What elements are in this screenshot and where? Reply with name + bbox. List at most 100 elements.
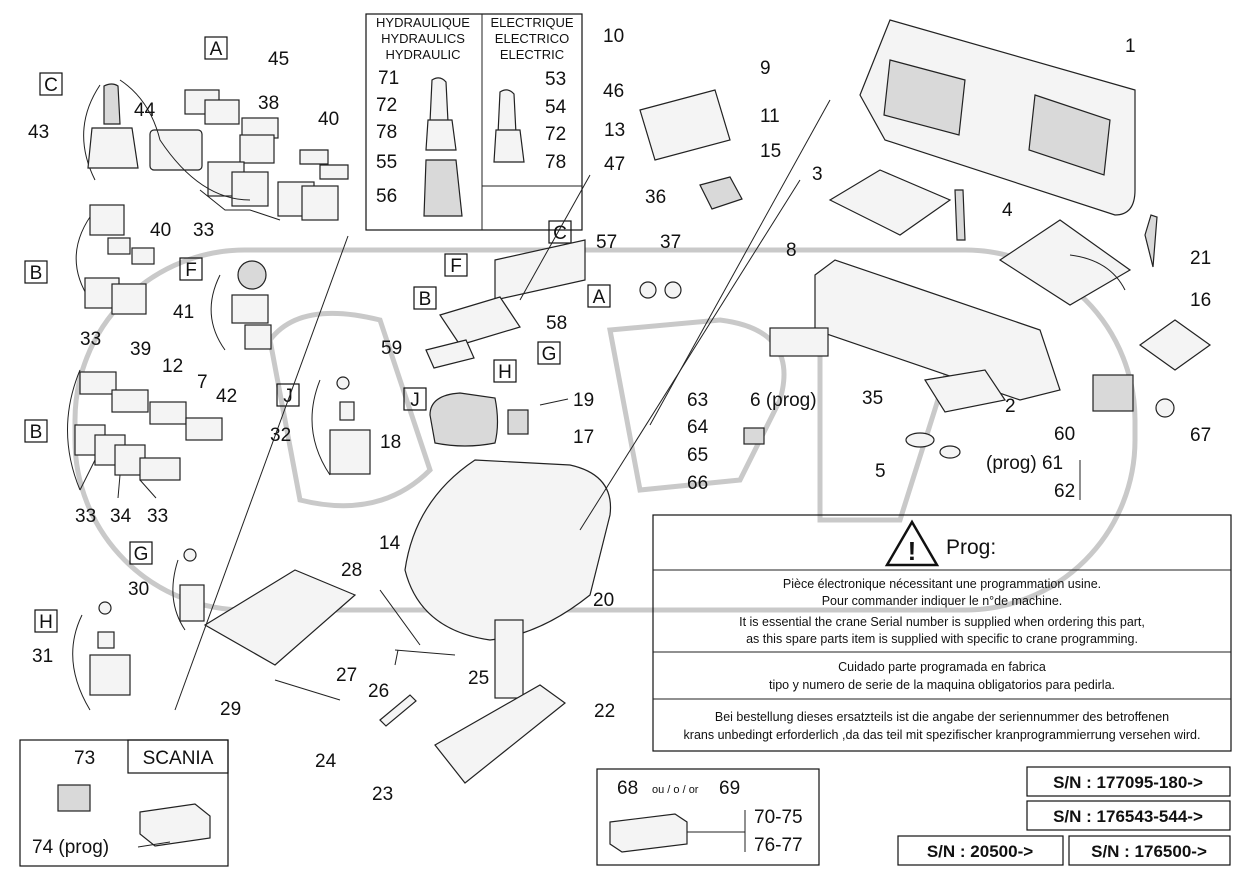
callout-43: 43 (28, 122, 49, 143)
prog-title: Prog: (946, 536, 996, 559)
callout-33-a: 33 (193, 220, 214, 241)
bracket-22 (434, 684, 566, 784)
tag-b-2: B (30, 422, 43, 443)
callout-60: 60 (1054, 424, 1075, 445)
callout-69: 69 (719, 778, 740, 799)
callout-19: 19 (573, 390, 594, 411)
tag-b-mid: B (419, 289, 432, 310)
callout-58: 58 (546, 313, 567, 334)
callout-8: 8 (786, 240, 797, 261)
cover-4 (998, 219, 1132, 306)
prog-es-1: Cuidado parte programada en fabrica (838, 660, 1046, 674)
or-text: ou / o / or (652, 784, 699, 796)
bracket-22-post (494, 619, 524, 699)
panel-3 (828, 169, 952, 236)
callout-73: 73 (74, 748, 95, 769)
callout-47: 47 (604, 154, 625, 175)
callout-15: 15 (760, 141, 781, 162)
tag-h-left: H (39, 612, 53, 633)
callout-61: (prog) 61 (986, 453, 1063, 474)
serial-3: S/N : 20500-> (927, 842, 1033, 861)
callout-1: 1 (1125, 36, 1136, 57)
prog-notice: ! Prog: Pièce électronique nécessitant u… (652, 514, 1232, 752)
handle-4-lever (954, 189, 966, 241)
prog-es-2: tipo y numero de serie de la maquina obl… (769, 678, 1115, 692)
callout-32: 32 (270, 425, 291, 446)
dashboard-1 (859, 19, 1136, 216)
joystick-43-icon (103, 83, 121, 125)
range-70-75: 70-75 (754, 807, 803, 828)
tag-f-mid: F (450, 256, 462, 277)
callout-53: 53 (545, 69, 566, 90)
callout-57: 57 (596, 232, 617, 253)
electric-title-it: ELECTRICO (495, 31, 569, 46)
callout-33-d: 33 (147, 506, 168, 527)
callout-3: 3 (812, 164, 823, 185)
callout-63: 63 (687, 390, 708, 411)
tag-g-mid: G (542, 344, 557, 365)
switch-63-66 (743, 427, 765, 445)
svg-text:!: ! (908, 536, 917, 566)
callout-11: 11 (760, 106, 780, 127)
cap-67 (1155, 398, 1175, 418)
callout-33-c: 33 (75, 506, 96, 527)
callout-74: 74 (prog) (32, 837, 109, 858)
panel-58 (439, 296, 521, 346)
callout-2: 2 (1005, 396, 1016, 417)
pin-24 (379, 694, 417, 727)
armrest-housing-20 (404, 459, 612, 641)
buzzer-36 (699, 176, 743, 210)
part-callouts: 1 2 3 4 5 6 (prog) 7 8 9 10 11 12 13 14 … (28, 26, 1211, 805)
tray-29 (203, 569, 357, 666)
callout-4: 4 (1002, 200, 1013, 221)
callout-23: 23 (372, 784, 393, 805)
callout-9: 9 (760, 58, 771, 79)
callout-18: 18 (380, 432, 401, 453)
electric-title-en: ELECTRIC (500, 47, 564, 62)
callout-78: 78 (376, 122, 397, 143)
tag-a-mid: A (593, 287, 606, 308)
hydraulic-title-en: HYDRAULIC (385, 47, 460, 62)
callout-64: 64 (687, 417, 709, 438)
dashboard-parts (743, 19, 1212, 459)
callout-30: 30 (128, 579, 149, 600)
callout-38: 38 (258, 93, 279, 114)
callout-35: 35 (862, 388, 883, 409)
panel-57 (494, 239, 586, 301)
callout-42: 42 (216, 386, 237, 407)
callout-28: 28 (341, 560, 362, 581)
prog-en-2: as this spare parts item is supplied wit… (746, 632, 1138, 646)
callout-12: 12 (162, 356, 183, 377)
callout-78b: 78 (545, 152, 566, 173)
hydraulic-title-fr: HYDRAULIQUE (376, 15, 470, 30)
tag-j-mid: J (410, 390, 420, 411)
callout-33-b: 33 (80, 329, 101, 350)
callout-44: 44 (134, 100, 156, 121)
display-60-62 (1092, 374, 1134, 412)
callout-10: 10 (603, 26, 624, 47)
panel-59 (425, 339, 475, 369)
centre-parts (203, 89, 743, 784)
prog-fr-2: Pour commander indiquer le n°de machine. (822, 594, 1063, 608)
tag-j-left: J (283, 386, 293, 407)
callout-20: 20 (593, 590, 614, 611)
bezel-16 (1138, 319, 1212, 371)
tag-a-top: A (210, 39, 223, 60)
hydraulic-title-it: HYDRAULICS (381, 31, 465, 46)
tray-2 (924, 369, 1006, 413)
callout-65: 65 (687, 445, 708, 466)
module-6 (769, 327, 829, 357)
left-switch-groups (67, 79, 371, 711)
callout-14: 14 (379, 533, 401, 554)
serial-4: S/N : 176500-> (1091, 842, 1207, 861)
prog-de-1: Bei bestellung dieses ersatzteils ist di… (715, 710, 1169, 724)
radio-box: 68 ou / o / or 69 70-75 76-77 (596, 768, 820, 866)
section-lines (174, 99, 1081, 711)
callout-26: 26 (368, 681, 389, 702)
scania-title: SCANIA (143, 748, 214, 769)
callout-29: 29 (220, 699, 241, 720)
range-76-77: 76-77 (754, 835, 803, 856)
armrest-18 (429, 392, 499, 447)
module-74-icon (139, 803, 211, 847)
callout-62: 62 (1054, 481, 1075, 502)
